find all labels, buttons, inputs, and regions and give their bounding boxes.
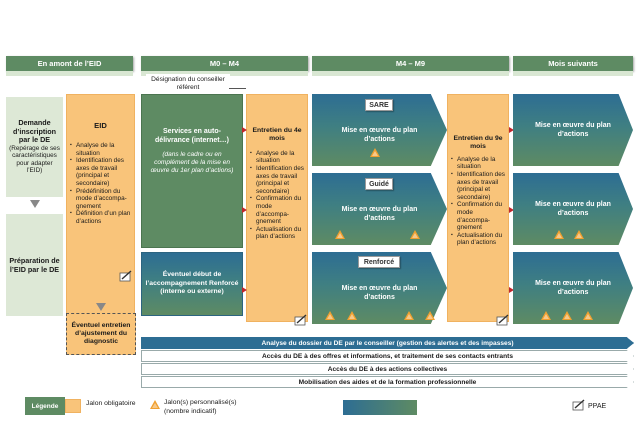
down-arrow-icon — [96, 303, 106, 311]
legend-ppae-label: PPAE — [588, 403, 607, 410]
entretien-4-bullets: Analyse de la situation Identification d… — [250, 150, 304, 241]
jalon-triangle-icon — [554, 230, 564, 239]
services-note: (dans le cadre ou en complément de la mi… — [150, 151, 234, 174]
transition-marker — [242, 207, 247, 213]
ppae-pencil-icon — [496, 314, 509, 326]
jalon-triangle-icon — [335, 230, 345, 239]
legend-gradient-swatch — [343, 400, 417, 415]
jalon-triangle-icon — [410, 230, 420, 239]
arrow-actions-collectives: Accès du DE à des actions collectives — [141, 363, 634, 375]
transition-marker — [509, 207, 514, 213]
demande-subtitle: (Repérage de ses caractéristiques pour a… — [9, 144, 60, 175]
entretien-9-bullets: Analyse de la situation Identification d… — [451, 156, 505, 247]
renforce-start-box: Éventuel début de l’accompagnement Renfo… — [141, 252, 243, 316]
transition-marker — [242, 287, 247, 293]
legend-orange-swatch — [65, 399, 81, 413]
header-m0-m4: M0 – M4 — [141, 56, 308, 71]
designation-conseiller-label: Désignation du conseiller référent — [146, 74, 230, 94]
jalon-triangle-icon — [562, 311, 572, 320]
legend-jalon-obligatoire: Jalon obligatoire — [86, 400, 136, 407]
jalon-triangle-icon — [574, 230, 584, 239]
eid-title: EID — [94, 121, 107, 130]
arrow-acces-offres: Accès du DE à des offres et informations… — [141, 350, 634, 362]
header-en-amont: En amont de l’EID — [6, 56, 133, 71]
entretien-4-bullet: Identification des axes de travail (prin… — [250, 165, 304, 195]
mois-suivants-chevron-3: Mise en œuvre du plan d’actions — [513, 252, 633, 324]
entretien-9-bullet: Confirmation du mode d’accompa-gnement — [451, 201, 505, 231]
entretien-4e-mois-box: Entretien du 4e mois Analyse de la situa… — [246, 94, 308, 322]
entretien-4-bullet: Confirmation du mode d’accompa-gnement — [250, 195, 304, 225]
designation-connector — [229, 88, 246, 89]
eid-bullet: Analyse de la situation — [70, 142, 131, 157]
eid-box: EID Analyse de la situation Identificati… — [66, 94, 135, 316]
header-underline — [312, 71, 509, 76]
entretien-4-bullet: Analyse de la situation — [250, 150, 304, 165]
ppae-pencil-icon — [119, 270, 132, 282]
ppae-pencil-icon — [294, 314, 307, 326]
down-arrow-icon — [30, 200, 40, 208]
jalon-triangle-icon — [325, 311, 335, 320]
arrow-mobilisation-aides: Mobilisation des aides et de la formatio… — [141, 376, 634, 388]
mois-suivants-chevron-2: Mise en œuvre du plan d’actions — [513, 173, 633, 245]
services-title: Services en auto-délivrance (internet…) — [155, 128, 229, 144]
jalon-triangle-icon — [425, 311, 435, 320]
jalon-triangle-icon — [541, 311, 551, 320]
entretien-9-bullet: Actualisation du plan d’actions — [451, 232, 505, 247]
legend-jalon-triangle-icon — [150, 400, 160, 409]
eid-bullet: Prédéfinition du mode d’accompa-gnement — [70, 188, 131, 211]
eid-bullets: Analyse de la situation Identification d… — [70, 142, 131, 226]
preparation-eid-box: Préparation de l’EID par le DE — [6, 214, 63, 316]
legend-ppae-pencil-icon — [572, 399, 585, 411]
entretien-4-title: Entretien du 4e mois — [252, 127, 302, 143]
header-underline — [6, 71, 133, 76]
entretien-4-bullet: Actualisation du plan d’actions — [250, 226, 304, 241]
mois-suivants-chevron-1: Mise en œuvre du plan d’actions — [513, 94, 633, 166]
header-mois-suivants: Mois suivants — [513, 56, 633, 71]
jalon-triangle-icon — [347, 311, 357, 320]
mode-label-guide: Guidé — [365, 178, 393, 190]
jalon-triangle-icon — [404, 311, 414, 320]
transition-marker — [509, 127, 514, 133]
entretien-9-bullet: Analyse de la situation — [451, 156, 505, 171]
entretien-9e-mois-box: Entretien du 9e mois Analyse de la situa… — [447, 94, 509, 322]
header-m4-m9: M4 – M9 — [312, 56, 509, 71]
entretien-9-title: Entretien du 9e mois — [453, 135, 503, 151]
ajustement-diagnostic-box: Éventuel entretien d’ajustement du diagn… — [66, 313, 136, 355]
eid-bullet: Identification des axes de travail (prin… — [70, 157, 131, 187]
mode-label-renforce: Renforcé — [358, 256, 400, 268]
legend-title: Légende — [25, 397, 65, 415]
jalon-triangle-icon — [583, 311, 593, 320]
demande-title: Demande d’inscription par le DE — [12, 118, 57, 145]
transition-marker — [509, 287, 514, 293]
legend-jalon-personnalise: Jalon(s) personnalisé(s) (nombre indicat… — [164, 399, 237, 415]
arrow-analyse-dossier: Analyse du dossier du DE par le conseill… — [141, 337, 634, 349]
jalon-triangle-icon — [370, 148, 380, 157]
mode-label-sare: SARE — [365, 99, 393, 111]
entretien-9-bullet: Identification des axes de travail (prin… — [451, 171, 505, 201]
services-auto-delivrance-box: Services en auto-délivrance (internet…) … — [141, 94, 243, 248]
header-underline — [141, 71, 308, 76]
demande-inscription-box: Demande d’inscription par le DE (Repérag… — [6, 97, 63, 197]
header-underline — [513, 71, 633, 76]
eid-bullet: Définition d’un plan d’actions — [70, 210, 131, 225]
transition-marker — [242, 127, 247, 133]
